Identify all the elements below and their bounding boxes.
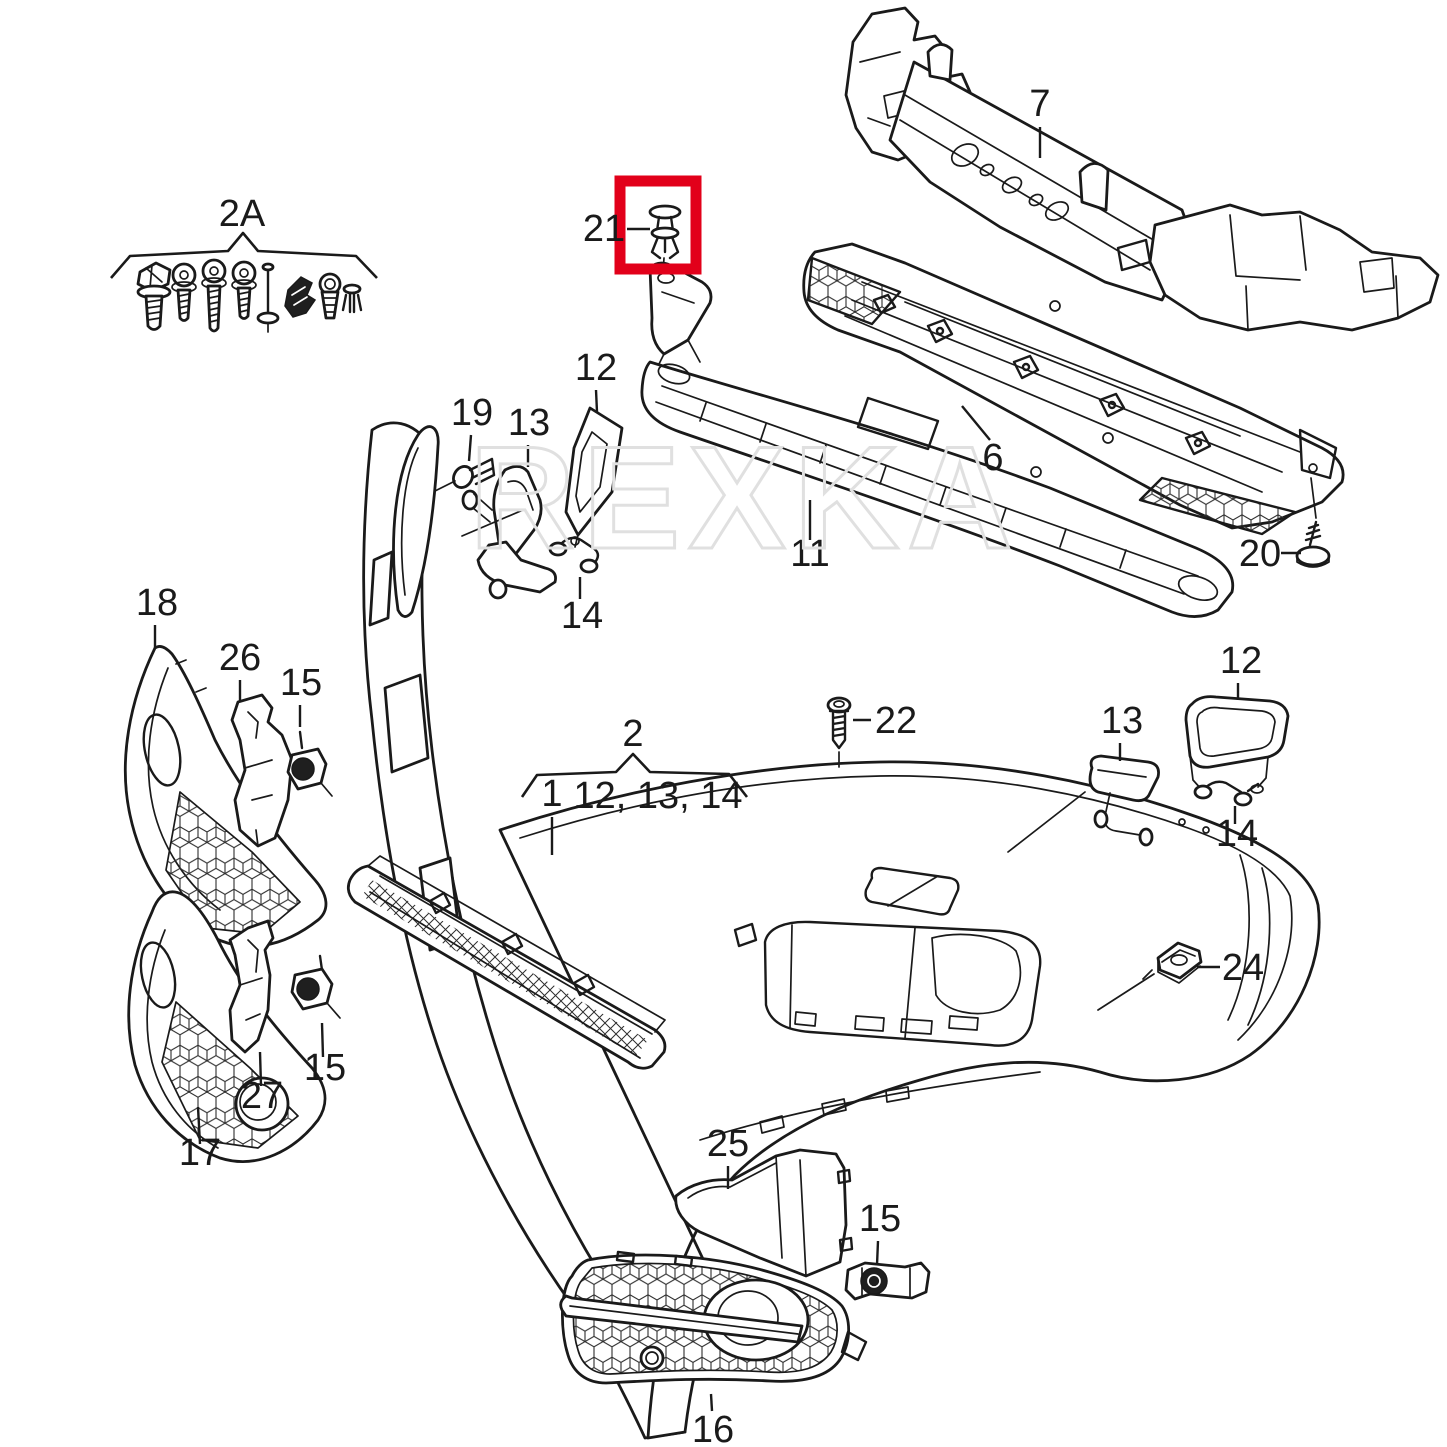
part-13-right-washer-nozzle bbox=[1088, 754, 1160, 847]
callout-27: 27 bbox=[241, 1075, 283, 1117]
highlight-box bbox=[614, 175, 702, 275]
callout-13r: 13 bbox=[1101, 700, 1143, 742]
part-7-impact-absorber bbox=[844, 6, 1440, 332]
callout-7: 7 bbox=[1029, 83, 1050, 125]
callout-6: 6 bbox=[982, 437, 1003, 479]
callout-18: 18 bbox=[136, 582, 178, 624]
callout-14r: 14 bbox=[1216, 813, 1258, 855]
callout-21: 21 bbox=[583, 208, 625, 250]
callout-12r: 12 bbox=[1220, 640, 1262, 682]
part-14-left-spring-clip bbox=[548, 536, 600, 574]
leader-15b bbox=[320, 1022, 325, 1058]
callout-16: 16 bbox=[692, 1409, 734, 1447]
part-18-side-grille-upper bbox=[123, 645, 328, 948]
callout-17: 17 bbox=[179, 1132, 221, 1174]
leader-15c bbox=[875, 1240, 880, 1266]
callout-2a: 2A bbox=[219, 193, 266, 235]
part-16-fog-grille bbox=[559, 1250, 868, 1385]
callout-2: 2 bbox=[622, 713, 643, 755]
callout-11: 11 bbox=[790, 533, 829, 575]
part-12-right-washer-frame bbox=[1184, 695, 1290, 797]
callout-14l: 14 bbox=[561, 595, 603, 637]
leader-19 bbox=[467, 434, 473, 462]
bracket-2 bbox=[520, 752, 749, 798]
callout-15a: 15 bbox=[280, 662, 322, 704]
part-15-sensor-lower bbox=[290, 954, 341, 1019]
part-22-screw bbox=[826, 696, 852, 750]
callout-15b: 15 bbox=[304, 1047, 346, 1089]
callout-1: 1 bbox=[541, 773, 562, 815]
leader-27 bbox=[258, 1051, 263, 1087]
callout-15c: 15 bbox=[859, 1198, 901, 1240]
hardware-kit-2a bbox=[136, 258, 363, 333]
callout-24: 24 bbox=[1222, 947, 1264, 989]
part-25-air-duct bbox=[674, 1148, 854, 1278]
watermark-text: REXKA bbox=[469, 416, 1020, 579]
leader-6 bbox=[961, 405, 991, 441]
callout-12l: 12 bbox=[575, 347, 617, 389]
part-14-right-spring-clip bbox=[1193, 780, 1260, 807]
part-26-bracket bbox=[230, 693, 294, 848]
part-15-sensor-upper bbox=[286, 730, 333, 797]
bracket-2a bbox=[110, 231, 378, 279]
callout-20: 20 bbox=[1239, 533, 1281, 575]
callout-22: 22 bbox=[875, 700, 917, 742]
callout-19: 19 bbox=[451, 392, 493, 434]
leader-lines bbox=[153, 127, 1301, 1412]
leader-12l bbox=[594, 389, 599, 413]
part-19-screw bbox=[418, 457, 496, 500]
part-27-bracket bbox=[228, 919, 275, 1054]
leader-16 bbox=[709, 1393, 714, 1412]
part-24-clip-nut bbox=[1142, 941, 1203, 984]
callout-26: 26 bbox=[219, 637, 261, 679]
part-6-underbody-guard bbox=[802, 242, 1345, 536]
part-11-center-shield bbox=[640, 261, 1235, 618]
part-17-side-grille-lower bbox=[127, 890, 327, 1163]
part-13-left-washer-nozzle bbox=[461, 465, 557, 600]
part-12-left-washer-frame bbox=[564, 406, 624, 548]
callout-13l: 13 bbox=[508, 402, 550, 444]
callout-25: 25 bbox=[707, 1123, 749, 1165]
leader-17 bbox=[196, 1106, 202, 1145]
callout-121314: 12, 13, 14 bbox=[573, 775, 742, 817]
part-15-sensor-bottom bbox=[844, 1261, 931, 1301]
part-5-lower-grille-strip bbox=[346, 855, 667, 1070]
part-20-screw bbox=[1295, 520, 1331, 568]
